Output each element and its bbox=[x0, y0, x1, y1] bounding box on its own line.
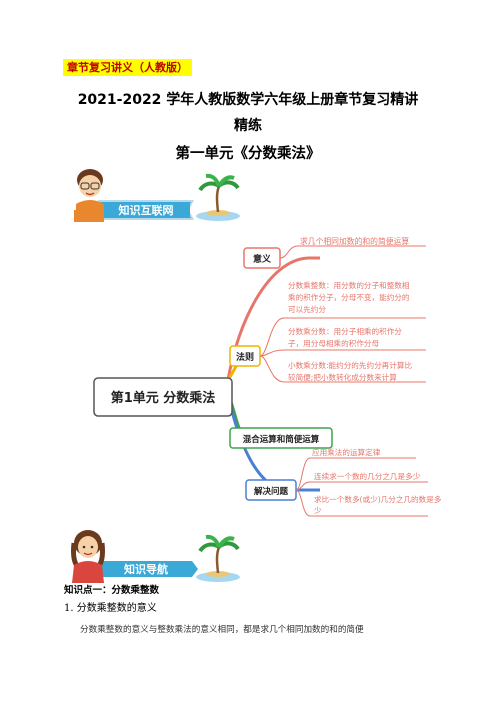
mixed-node bbox=[229, 427, 333, 449]
meaning-node-label: 意义 bbox=[253, 253, 272, 265]
knowledge-point-subtitle: 1. 分数乘整数的意义 bbox=[64, 603, 157, 614]
solve2-line2: 少 bbox=[314, 506, 322, 515]
center-node bbox=[93, 377, 233, 417]
mixed-text: 应用乘法的运算定律 bbox=[312, 447, 381, 457]
rule1-line3: 可以先约分 bbox=[288, 304, 326, 314]
rule3-line1: 小数乘分数:能约分的先约分再计算比 bbox=[288, 360, 412, 370]
banner2-label: 知识导航 bbox=[123, 562, 168, 576]
knowledge-nav-banner: 知识导航 bbox=[66, 527, 241, 583]
rule3-line2: 较简便;把小数转化成分数来计算 bbox=[288, 372, 397, 382]
rule2-line2: 子，用分母相乘的积作分母 bbox=[288, 338, 380, 348]
doc-title-line1: 2021-2022 学年人教版数学六年级上册章节复习精讲 bbox=[77, 92, 419, 108]
rules-node-label: 法则 bbox=[236, 351, 254, 363]
meaning-text: 求几个相同加数的和的简便运算 bbox=[300, 236, 409, 246]
center-node-label: 第1单元 分数乘法 bbox=[111, 390, 216, 406]
knowledge-network-banner: 知识互联网 bbox=[66, 166, 241, 224]
rule1-line1: 分数乘整数：用分数的分子和整数相 bbox=[288, 280, 410, 290]
unit-title: 第一单元《分数乘法》 bbox=[175, 146, 321, 162]
doc-title-line2: 精练 bbox=[234, 118, 262, 134]
solve-node-label: 解决问题 bbox=[254, 486, 289, 497]
solve1-text: 连续求一个数的几分之几是多少 bbox=[314, 471, 421, 481]
knowledge-point-title: 知识点一：分数乘整数 bbox=[64, 585, 160, 596]
rule2-line1: 分数乘分数：用分子相乘的积作分 bbox=[288, 326, 402, 336]
banner1-label: 知识互联网 bbox=[118, 203, 174, 217]
solve2-line1: 求比一个数多(或少)几分之几的数是多 bbox=[314, 494, 442, 504]
mind-map: 第1单元 分数乘法 意义 求几个相同加数的和的简便运算 法则 分数乘整数：用分数… bbox=[88, 232, 496, 522]
chapter-tag: 章节复习讲义（人教版） bbox=[63, 59, 192, 76]
rule1-line2: 乘的积作分子，分母不变，能约分的 bbox=[288, 292, 410, 302]
mixed-node-label: 混合运算和简便运算 bbox=[243, 434, 320, 445]
knowledge-point-body: 分数乘整数的意义与整数乘法的意义相同，都是求几个相同加数的和的简便 bbox=[80, 625, 364, 635]
